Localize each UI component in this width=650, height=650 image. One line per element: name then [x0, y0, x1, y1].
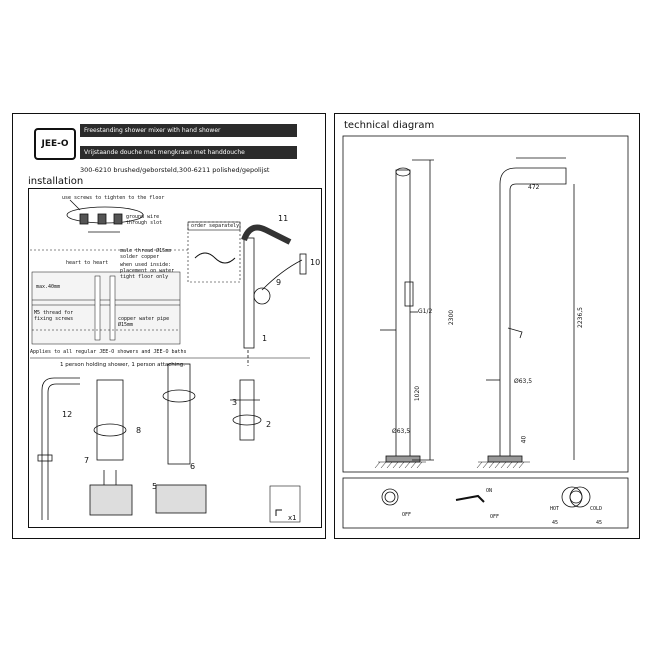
label-applies: Applies to all regular JEE-O showers and… — [30, 349, 187, 355]
title-bar-en: Freestanding shower mixer with hand show… — [80, 124, 297, 137]
part-12: 12 — [62, 410, 73, 419]
label-inside: when used inside: placement on water tig… — [120, 262, 175, 280]
dim-d635-front: Ø63,5 — [392, 428, 411, 435]
installation-heading: installation — [28, 176, 84, 187]
shower-assembly-drawing — [241, 224, 307, 366]
label-x1: x1 — [288, 514, 297, 522]
part-8: 8 — [136, 426, 142, 435]
legend-icons — [381, 486, 591, 508]
label-thread: M5 thread for fixing screws — [34, 310, 74, 322]
label-one-person: 1 person holding shower, 1 person attach… — [60, 362, 185, 368]
legend-off-2: OFF — [490, 514, 500, 520]
valve-detail-drawing — [230, 379, 262, 441]
dim-g12: G1/2 — [418, 308, 433, 315]
dim-1020: 1020 — [414, 385, 422, 402]
product-title-en: Freestanding shower mixer with hand show… — [84, 127, 221, 134]
dim-472: 472 — [528, 184, 540, 191]
flange-mount-drawing-1 — [89, 379, 133, 516]
part-1: 1 — [262, 334, 268, 343]
dim-d635-side: Ø63,5 — [514, 378, 533, 385]
part-9: 9 — [276, 278, 282, 287]
part-10: 10 — [310, 258, 321, 267]
part-6: 6 — [190, 462, 196, 471]
label-copper-pipe: copper water pipe Ø15mm — [118, 316, 170, 328]
brand-logo: JEE-O — [34, 128, 76, 160]
flange-mount-drawing-2 — [155, 363, 207, 514]
legend-on: ON — [486, 488, 493, 494]
legend-off-1: OFF — [402, 512, 412, 518]
title-bar-nl: Vrijstaande douche met mengkraan met han… — [80, 146, 297, 159]
front-view-drawing — [380, 159, 434, 463]
part-7: 7 — [84, 456, 90, 465]
left-page-frame — [12, 113, 326, 539]
installation-box — [28, 188, 322, 528]
legend-hot: HOT — [550, 506, 560, 512]
dim-2300: 2300 — [448, 309, 456, 326]
right-page-frame — [334, 113, 640, 539]
legend-45-right: 45 — [596, 520, 603, 526]
legend-cold: COLD — [590, 506, 603, 512]
product-title-nl: Vrijstaande douche met mengkraan met han… — [84, 149, 245, 156]
label-male-thread: male thread Ø15mm solder copper — [120, 248, 172, 260]
logo-text: JEE-O — [41, 139, 69, 149]
side-view-drawing — [486, 157, 575, 463]
label-heart-to-heart: heart to heart — [66, 260, 109, 266]
hatched-floor — [374, 461, 530, 469]
label-order-separately: order separately — [191, 223, 240, 229]
part-2: 2 — [266, 420, 272, 429]
label-ground-wire: ground wire through slot — [126, 214, 163, 226]
legend-45-left: 45 — [552, 520, 559, 526]
floor-section-drawing — [31, 271, 181, 345]
part-3: 3 — [232, 398, 238, 407]
product-codes: 300-6210 brushed/geborsteld,300-6211 pol… — [80, 166, 270, 174]
dim-40: 40 — [520, 435, 528, 444]
part-5: 5 — [152, 482, 158, 491]
part-11: 11 — [278, 214, 289, 223]
floor-flange-drawing — [66, 199, 144, 233]
technical-heading: technical diagram — [344, 120, 435, 131]
shower-side-view — [37, 377, 80, 520]
dim-2236: 2236,5 — [577, 307, 584, 328]
label-max40: max.40mm — [36, 284, 61, 290]
label-screws: use screws to tighten to the floor — [62, 195, 165, 201]
